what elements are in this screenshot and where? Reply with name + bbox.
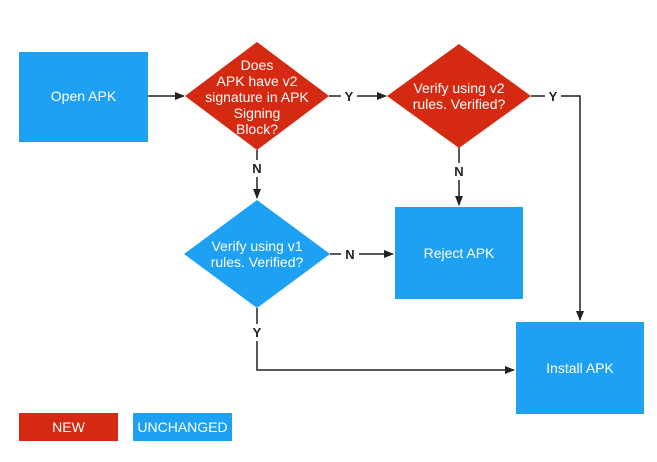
edges	[148, 96, 580, 370]
legend: NEW UNCHANGED	[19, 413, 232, 441]
node-install-apk: Install APK	[516, 322, 644, 414]
edge-label-verify-v1-yes: Y	[253, 325, 262, 340]
install-apk-box	[516, 322, 644, 414]
verify-v1-diamond	[184, 200, 330, 308]
has-v2-label-line-4: Signing	[234, 105, 281, 121]
legend-swatch-unchanged	[133, 413, 232, 441]
edge-verify-v2-to-install	[531, 95, 580, 320]
has-v2-label-line-3: signature in APK	[205, 89, 309, 105]
verify-v2-label-line-2: rules. Verified?	[413, 96, 506, 112]
edge-verify-v1-to-install	[256, 308, 514, 370]
has-v2-label-line-5: Block?	[236, 121, 278, 137]
node-verify-v2: Verify using v2 rules. Verified?	[387, 44, 531, 148]
node-has-v2-signature: Does APK have v2 signature in APK Signin…	[185, 42, 329, 150]
node-reject-apk: Reject APK	[395, 207, 523, 299]
verify-v2-diamond	[387, 44, 531, 148]
edge-label-verify-v2-yes: Y	[549, 89, 558, 104]
verify-v1-label-line-1: Verify using v1	[211, 238, 302, 254]
node-open-apk: Open APK	[19, 52, 148, 142]
install-apk-label: Install APK	[546, 360, 614, 376]
legend-swatch-new	[19, 413, 118, 441]
reject-apk-label: Reject APK	[424, 245, 495, 261]
reject-apk-box	[395, 207, 523, 299]
has-v2-label-line-2: APK have v2	[217, 73, 298, 89]
edge-label-has-v2-yes: Y	[345, 89, 354, 104]
open-apk-label: Open APK	[51, 88, 117, 104]
edge-label-verify-v2-no: N	[454, 164, 463, 179]
legend-item-new: NEW	[19, 413, 118, 441]
legend-item-unchanged: UNCHANGED	[133, 413, 232, 441]
legend-label-new: NEW	[52, 419, 85, 435]
has-v2-label-line-1: Does	[241, 57, 274, 73]
has-v2-signature-diamond	[185, 42, 329, 150]
node-verify-v1: Verify using v1 rules. Verified?	[184, 200, 330, 308]
verify-v2-label-line-1: Verify using v2	[413, 80, 504, 96]
verify-v1-label-line-2: rules. Verified?	[211, 254, 304, 270]
edge-label-has-v2-no: N	[252, 161, 261, 176]
open-apk-box	[19, 52, 148, 142]
edge-labels: Y N Y N N Y	[252, 89, 557, 340]
legend-label-unchanged: UNCHANGED	[137, 419, 227, 435]
edge-label-verify-v1-no: N	[345, 247, 354, 262]
